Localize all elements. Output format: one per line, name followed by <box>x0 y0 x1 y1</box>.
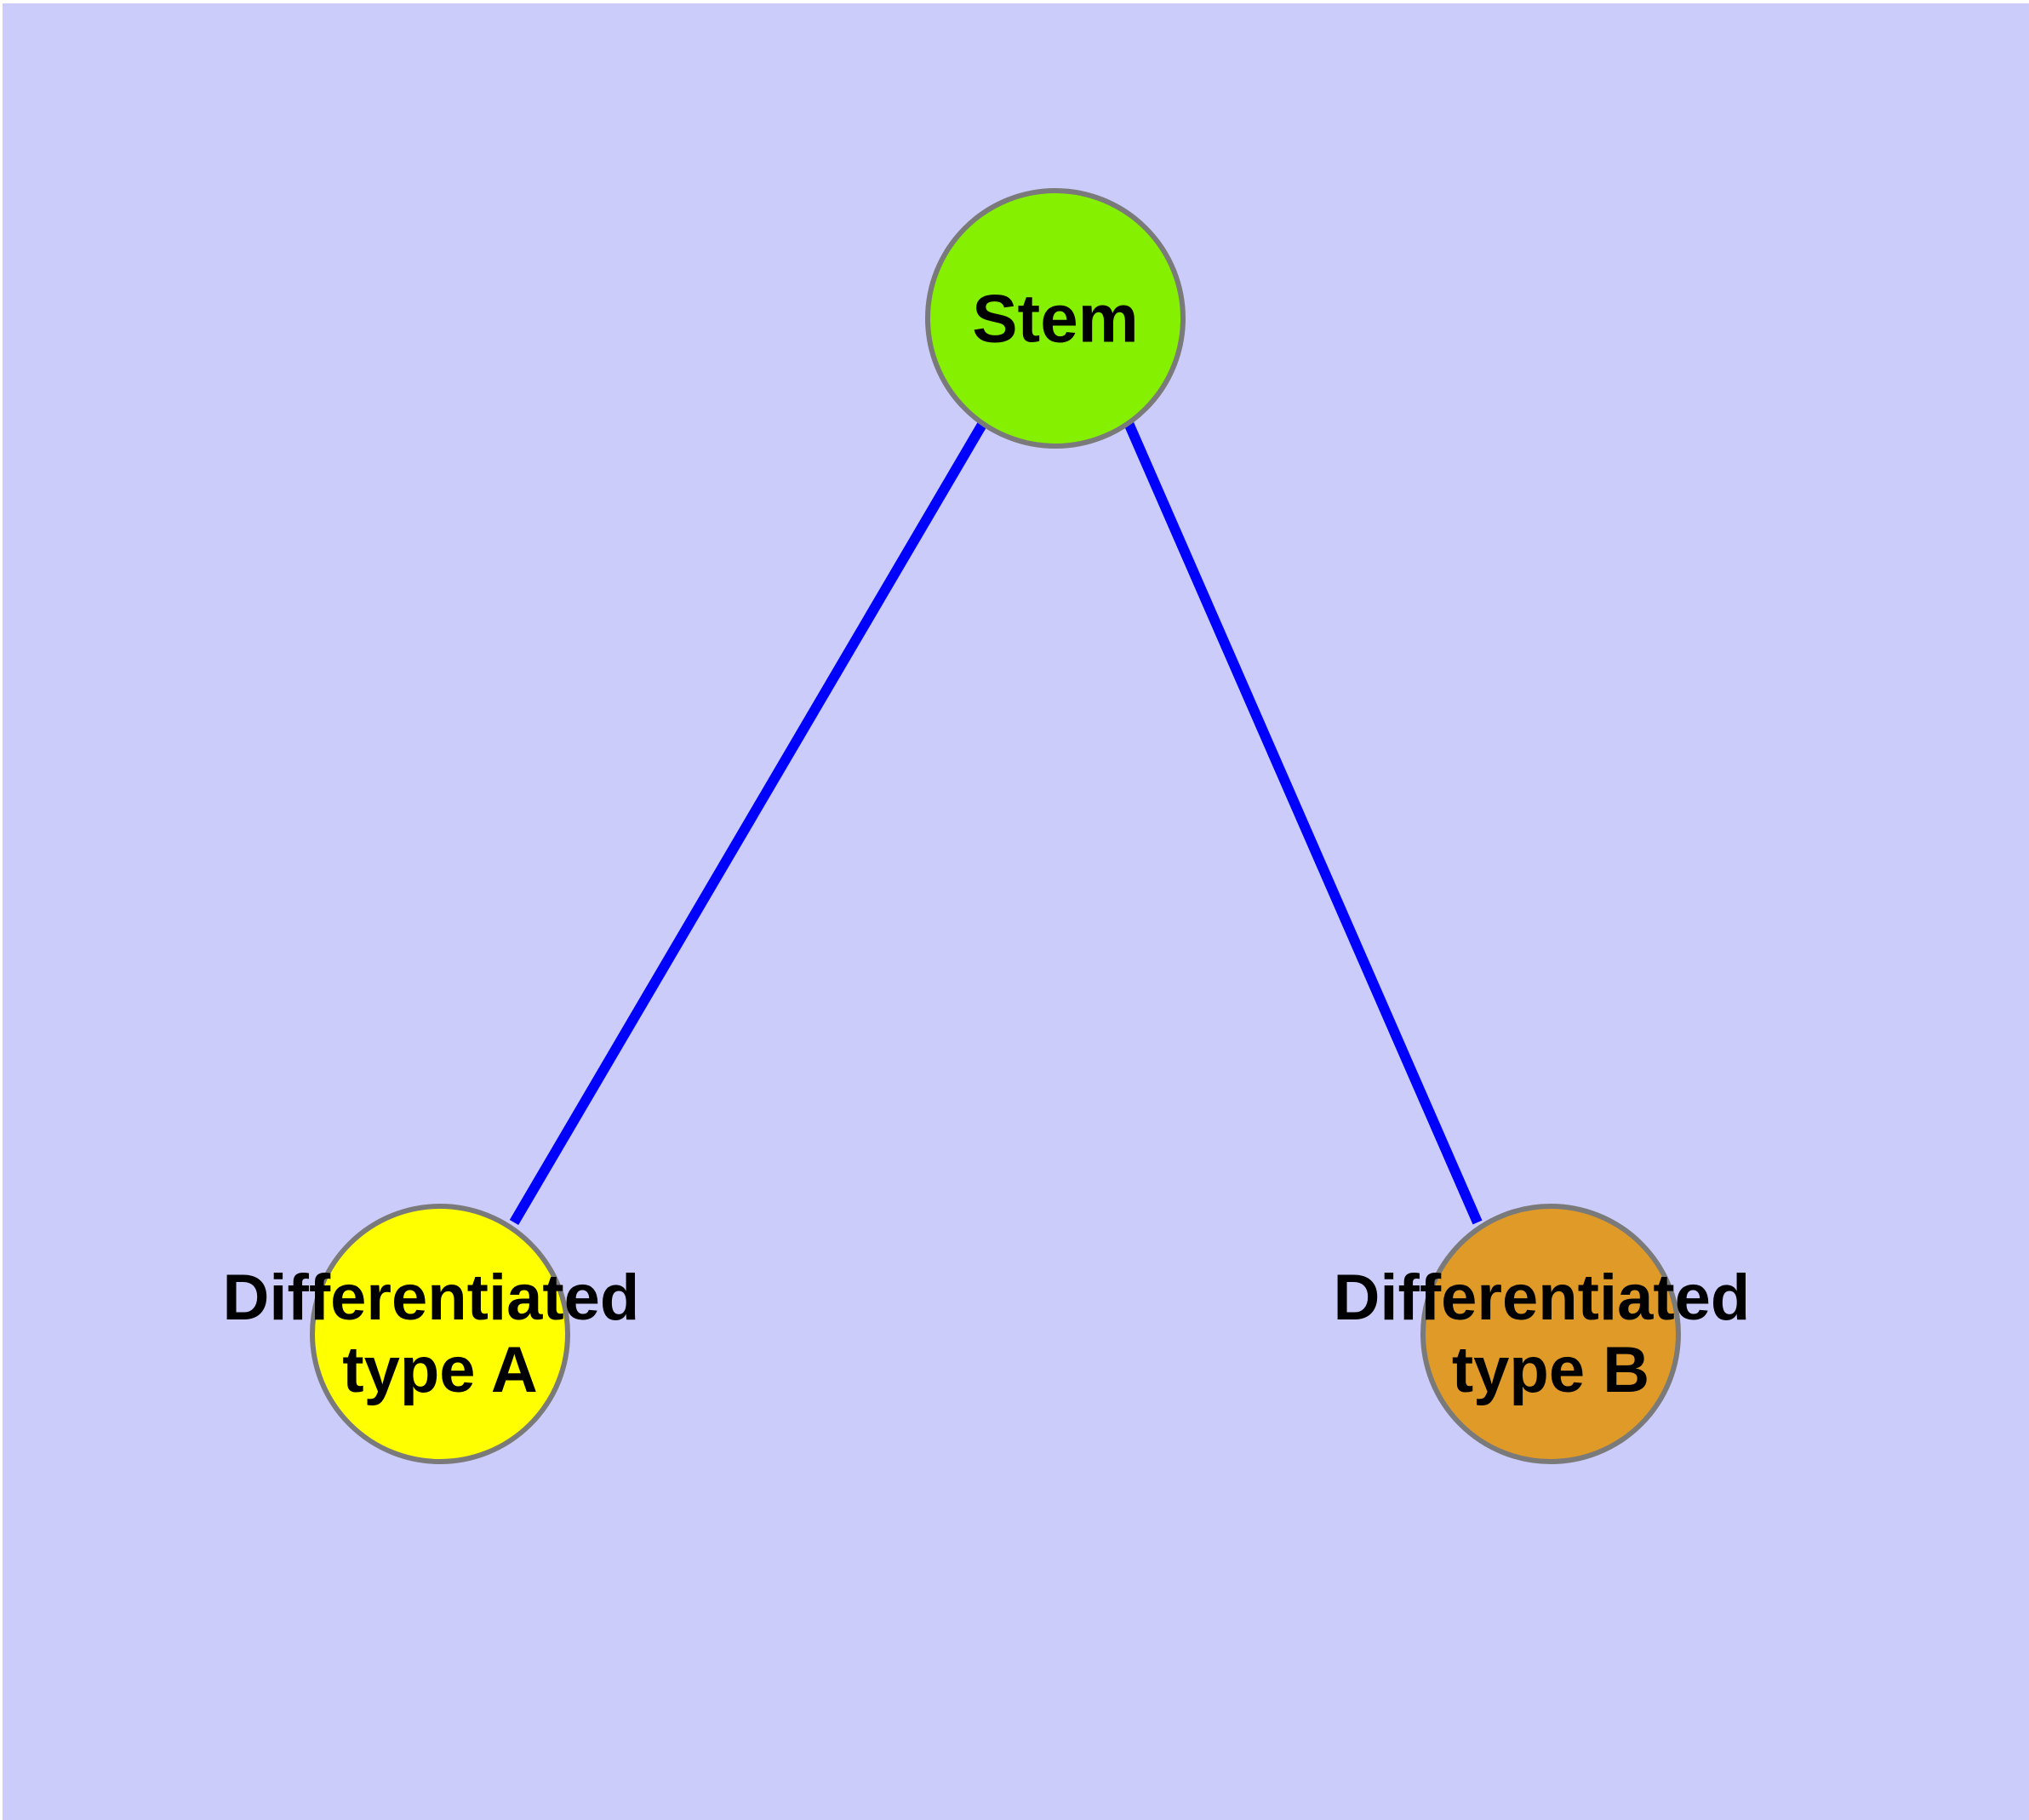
node-differentiated-type-a-label: Differentiated type A <box>223 1257 658 1407</box>
node-differentiated-type-b-label: Differentiated type B <box>1334 1257 1769 1407</box>
node-differentiated-type-b[interactable]: Differentiated type B <box>1334 1204 1769 1464</box>
node-differentiated-type-b-circle[interactable] <box>1420 1204 1681 1464</box>
node-differentiated-type-a-label-line-1: Differentiated <box>223 1262 640 1334</box>
node-differentiated-type-b-label-line-1: Differentiated <box>1334 1262 1751 1334</box>
node-stem-circle[interactable] <box>925 188 1186 449</box>
node-stem-label: Stem <box>972 281 1139 357</box>
edge-stem-to-differentiated-type-b[interactable] <box>1123 421 1483 1225</box>
node-differentiated-type-a[interactable]: Differentiated type A <box>223 1204 658 1464</box>
node-stem-label-line-1: Stem <box>972 281 1139 357</box>
node-differentiated-type-a-circle[interactable] <box>310 1204 570 1464</box>
edge-stem-to-differentiated-type-a[interactable] <box>509 420 988 1226</box>
node-differentiated-type-b-label-line-2: type B <box>1452 1334 1649 1406</box>
edges-group <box>509 420 1483 1226</box>
node-differentiated-type-a-label-line-2: type A <box>342 1334 537 1406</box>
node-stem[interactable]: Stem <box>925 188 1186 449</box>
